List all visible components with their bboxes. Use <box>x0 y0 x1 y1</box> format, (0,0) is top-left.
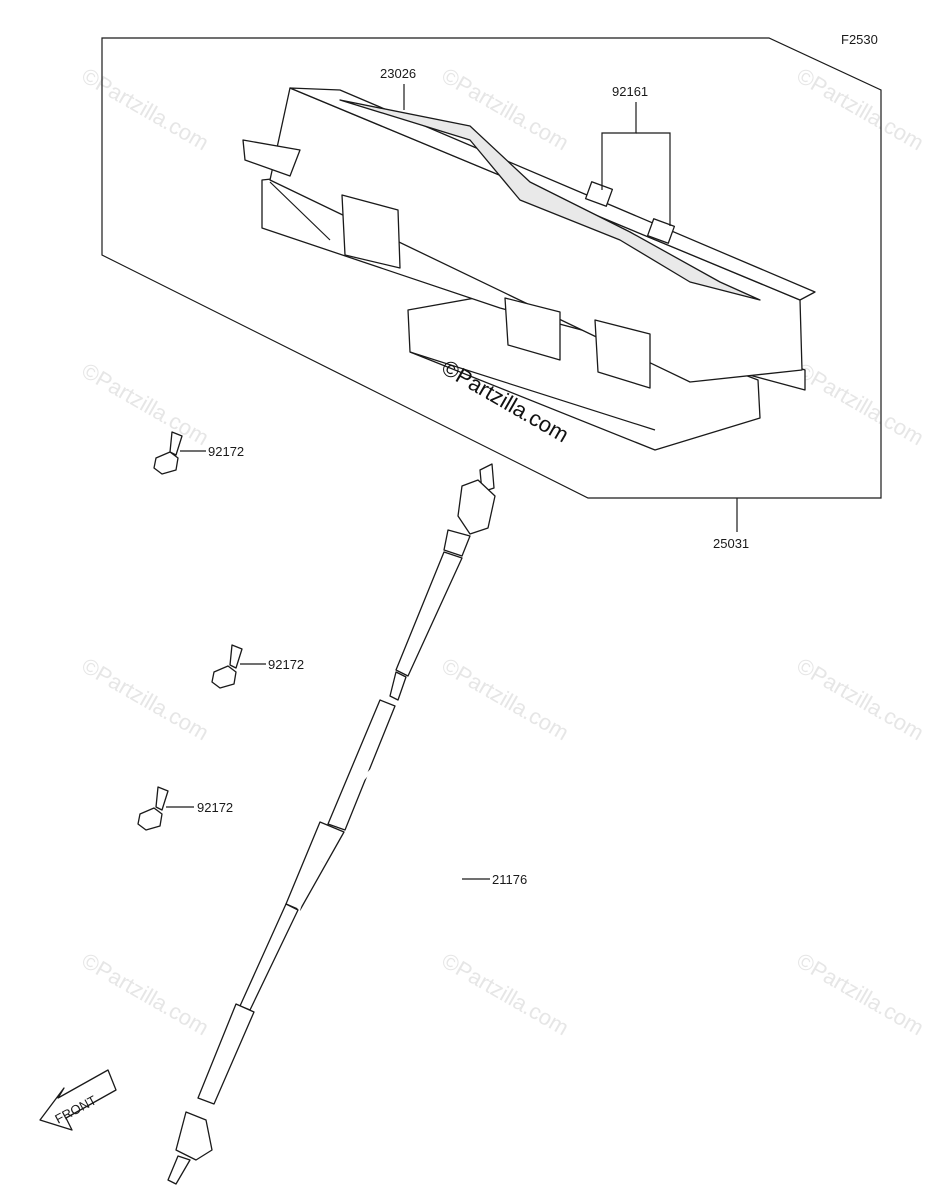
leader-line <box>601 102 637 190</box>
part-label-92172: 92172 <box>208 444 244 459</box>
cable-lower-housing <box>197 1003 255 1105</box>
watermark: ©Partzilla.com <box>793 358 929 451</box>
assembly-boundary <box>101 37 882 499</box>
leader-line <box>636 132 671 226</box>
meter-assembly-drawing <box>242 87 816 451</box>
watermark: ©Partzilla.com <box>793 653 929 746</box>
watermark: ©Partzilla.com <box>78 653 214 746</box>
meter-lug <box>504 297 561 361</box>
meter-lug <box>594 319 651 389</box>
meter-detail-line <box>269 181 331 241</box>
watermark: ©Partzilla.com <box>438 653 574 746</box>
part-label-92172: 92172 <box>268 657 304 672</box>
cable-upper-section <box>395 551 463 677</box>
front-direction-indicator: FRONT <box>39 1069 117 1131</box>
part-label-23026: 23026 <box>380 66 416 81</box>
front-arrow-icon <box>39 1069 117 1131</box>
screw-92172 <box>137 786 169 831</box>
watermark: ©Partzilla.com <box>438 948 574 1041</box>
meter-lug <box>341 194 401 269</box>
meter-bulb-socket <box>646 218 676 244</box>
cable-lower-section <box>239 903 299 1011</box>
part-label-92161: 92161 <box>612 84 648 99</box>
part-label-21176: 21176 <box>492 872 527 887</box>
cable-loop-inner <box>292 736 479 995</box>
meter-left-tab <box>242 139 301 177</box>
part-label-92172: 92172 <box>197 800 233 815</box>
cable-lower-nut <box>175 1111 213 1161</box>
watermark: ©Partzilla.com <box>78 948 214 1041</box>
part-label-25031: 25031 <box>713 536 749 551</box>
cable-lower-tip <box>167 1155 191 1185</box>
watermark: ©Partzilla.com <box>78 63 214 156</box>
cable-upper-nut <box>457 479 496 535</box>
figure-code: F2530 <box>841 32 878 47</box>
meter-detail-line <box>409 351 656 431</box>
watermark: ©Partzilla.com <box>793 948 929 1041</box>
watermark: ©Partzilla.com <box>78 358 214 451</box>
watermark: ©Partzilla.com <box>793 63 929 156</box>
meter-lcd-window <box>339 99 761 301</box>
screw-92172 <box>211 644 243 689</box>
cable-boot <box>285 821 345 911</box>
cable-sleeve <box>327 699 396 831</box>
speedometer-cable <box>167 463 496 1185</box>
screw-92172 <box>153 431 183 475</box>
